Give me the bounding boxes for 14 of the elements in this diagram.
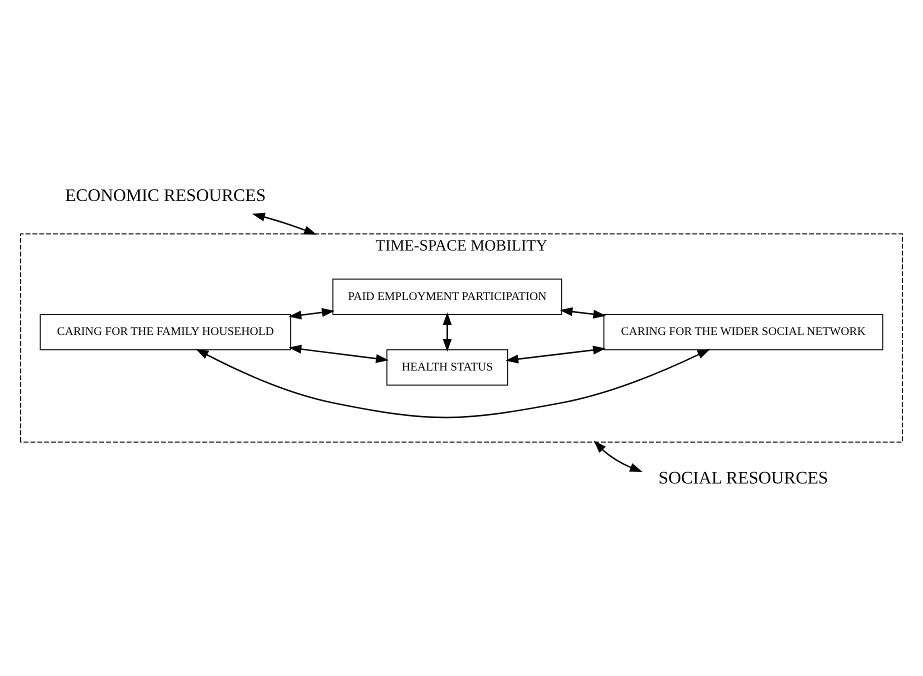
arrow: [196, 348, 710, 418]
node-box: CARING FOR THE FAMILY HOUSEHOLD: [40, 314, 292, 350]
node-box: HEALTH STATUS: [386, 349, 508, 386]
node-text: ECONOMIC RESOURCES: [65, 184, 266, 205]
arrow: [506, 346, 606, 364]
arrow: [594, 440, 643, 472]
arrow: [560, 307, 606, 319]
arrow: [252, 212, 317, 235]
node-box: CARING FOR THE WIDER SOCIAL NETWORK: [603, 314, 884, 350]
node-text: SOCIAL RESOURCES: [658, 468, 828, 488]
arrow: [442, 312, 452, 352]
node-box: PAID EMPLOYMENT PARTICIPATION: [332, 278, 562, 315]
arrow: [288, 344, 389, 364]
arrow: [288, 308, 335, 320]
